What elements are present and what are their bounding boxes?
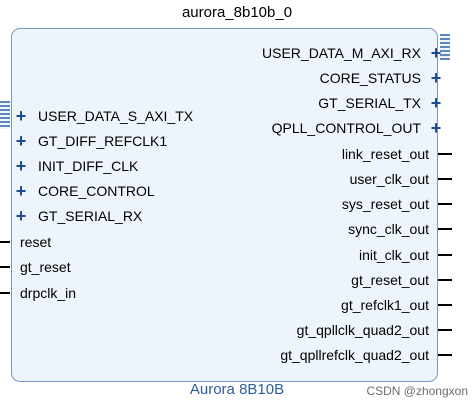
port-label: USER_DATA_M_AXI_RX — [262, 45, 421, 61]
port-qpll-control-out[interactable]: QPLL_CONTROL_OUT + — [272, 118, 474, 138]
ip-name: Aurora 8B10B — [189, 381, 285, 398]
port-sync-clk-out[interactable]: sync_clk_out — [348, 219, 474, 239]
port-core-status[interactable]: CORE_STATUS + — [320, 68, 474, 88]
port-label: sync_clk_out — [348, 221, 429, 237]
port-init-clk-out[interactable]: init_clk_out — [359, 245, 474, 265]
pin-stub — [438, 153, 452, 155]
port-label: GT_SERIAL_TX — [318, 95, 421, 111]
port-link-reset-out[interactable]: link_reset_out — [342, 144, 474, 164]
right-bus-connector — [440, 34, 450, 60]
port-gt-qpllclk-quad2-out[interactable]: gt_qpllclk_quad2_out — [297, 320, 474, 340]
pin-stub — [0, 292, 10, 294]
expand-plus-icon[interactable]: + — [15, 206, 27, 226]
port-label: drpclk_in — [20, 285, 77, 301]
port-drpclk-in[interactable]: drpclk_in — [0, 283, 76, 303]
port-user-data-s-axi-tx[interactable]: + USER_DATA_S_AXI_TX — [0, 106, 193, 126]
port-label: init_clk_out — [358, 247, 429, 263]
port-label: reset — [20, 234, 52, 250]
expand-plus-icon[interactable]: + — [15, 131, 27, 151]
port-label: gt_reset — [20, 259, 71, 275]
expand-plus-icon[interactable]: + — [15, 181, 27, 201]
expand-plus-icon[interactable]: + — [430, 43, 442, 63]
port-gt-reset[interactable]: gt_reset — [0, 257, 71, 277]
pin-stub — [0, 266, 10, 268]
port-core-control[interactable]: + CORE_CONTROL — [0, 181, 155, 201]
port-init-diff-clk[interactable]: + INIT_DIFF_CLK — [0, 156, 139, 176]
port-label: sys_reset_out — [341, 196, 429, 212]
port-label: INIT_DIFF_CLK — [38, 158, 139, 174]
port-reset[interactable]: reset — [0, 232, 51, 252]
port-label: CORE_CONTROL — [38, 183, 155, 199]
expand-plus-icon[interactable]: + — [15, 106, 27, 126]
watermark: CSDN @zhongxon — [366, 384, 468, 398]
pin-stub — [438, 203, 452, 205]
expand-plus-icon[interactable]: + — [430, 93, 442, 113]
port-label: link_reset_out — [341, 146, 429, 162]
pin-stub — [438, 178, 452, 180]
port-label: gt_qpllclk_quad2_out — [296, 322, 429, 338]
port-label: QPLL_CONTROL_OUT — [271, 120, 421, 136]
port-label: GT_SERIAL_RX — [38, 208, 143, 224]
pin-stub — [438, 329, 452, 331]
pin-stub — [0, 241, 10, 243]
pin-stub — [438, 254, 452, 256]
ip-block[interactable] — [11, 28, 438, 382]
expand-plus-icon[interactable]: + — [430, 118, 442, 138]
expand-plus-icon[interactable]: + — [15, 156, 27, 176]
port-label: gt_refclk1_out — [341, 297, 429, 313]
pin-stub — [438, 304, 452, 306]
port-gt-diff-refclk1[interactable]: + GT_DIFF_REFCLK1 — [0, 131, 167, 151]
port-gt-reset-out[interactable]: gt_reset_out — [351, 270, 474, 290]
instance-name: aurora_8b10b_0 — [181, 4, 293, 21]
port-label: user_clk_out — [349, 171, 429, 187]
port-label: GT_DIFF_REFCLK1 — [38, 133, 168, 149]
left-bus-connector — [0, 101, 10, 129]
port-label: gt_reset_out — [351, 272, 429, 288]
port-user-data-m-axi-rx[interactable]: USER_DATA_M_AXI_RX + — [262, 43, 474, 63]
port-user-clk-out[interactable]: user_clk_out — [350, 169, 474, 189]
port-gt-refclk1-out[interactable]: gt_refclk1_out — [341, 295, 474, 315]
port-gt-serial-rx[interactable]: + GT_SERIAL_RX — [0, 206, 143, 226]
port-gt-qpllrefclk-quad2-out[interactable]: gt_qpllrefclk_quad2_out — [280, 345, 474, 365]
pin-stub — [438, 279, 452, 281]
port-label: gt_qpllrefclk_quad2_out — [280, 347, 429, 363]
expand-plus-icon[interactable]: + — [430, 68, 442, 88]
port-label: CORE_STATUS — [319, 70, 421, 86]
port-label: USER_DATA_S_AXI_TX — [38, 108, 194, 124]
port-sys-reset-out[interactable]: sys_reset_out — [342, 194, 474, 214]
pin-stub — [438, 228, 452, 230]
pin-stub — [438, 354, 452, 356]
port-gt-serial-tx[interactable]: GT_SERIAL_TX + — [318, 93, 474, 113]
